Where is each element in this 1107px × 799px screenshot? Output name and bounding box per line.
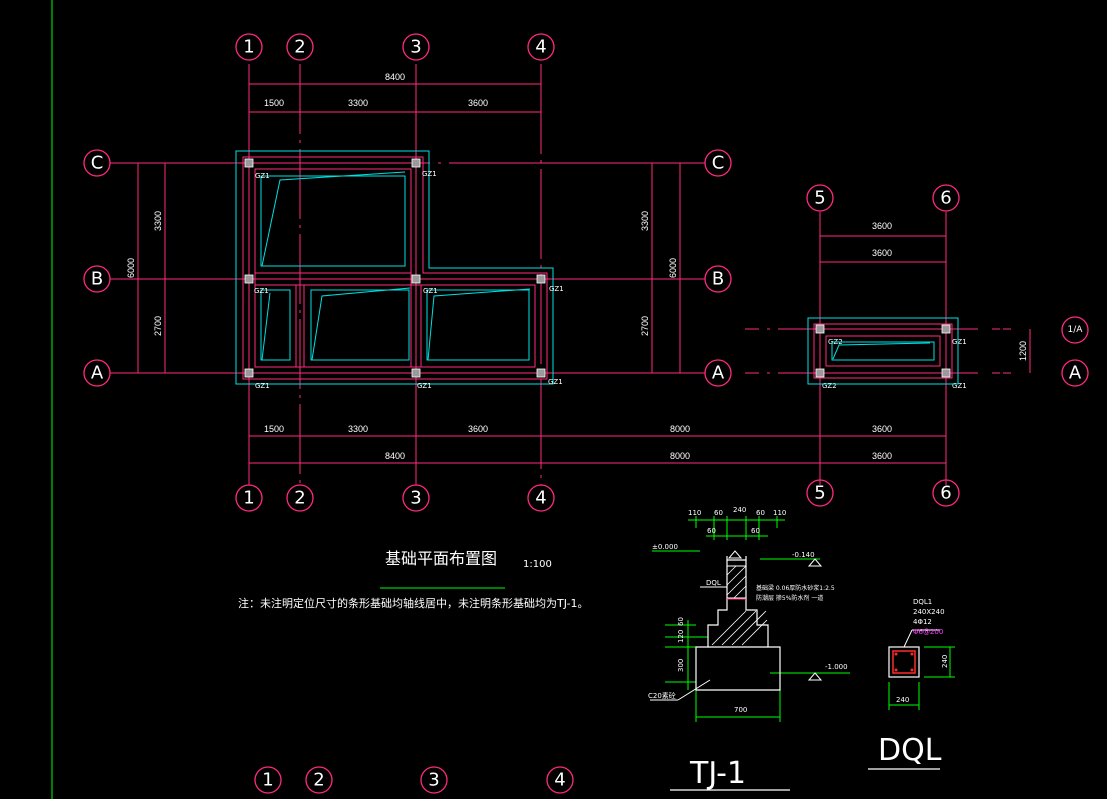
dim-right-part-1: 3300: [640, 211, 650, 231]
plan-note: 注：未注明定位尺寸的条形基础均轴线居中，未注明条形基础均为TJ-1。: [238, 596, 589, 610]
dim-top-part-2: 3300: [348, 98, 368, 108]
dql-label-2: 240X240: [913, 608, 945, 616]
tj1-dim-240: 240: [733, 506, 746, 514]
col-label: GZ1: [549, 285, 564, 293]
axis-right-a: A: [712, 363, 725, 384]
dim-bottom-part-3: 3600: [468, 424, 488, 434]
tj1-left-60: 60: [677, 617, 685, 626]
plan-scale: 1:100: [523, 559, 552, 570]
axis-lower-4: 4: [554, 770, 565, 791]
axis-bottom-3: 3: [410, 488, 421, 509]
dim-right-top-2: 3600: [872, 248, 892, 258]
axis-top-4: 4: [535, 37, 546, 58]
foundation-plan-main: [235, 150, 554, 385]
dim-right-part-2: 2700: [640, 316, 650, 336]
axis-bottom-1: 1: [243, 488, 254, 509]
dimension-lines: [130, 83, 1031, 464]
tj1-dim-110-right: 110: [773, 509, 786, 517]
tj1-elev-top: ±0.000: [652, 543, 678, 551]
axis-lower-3: 3: [428, 770, 439, 791]
dim-bottom-total: 8400: [385, 451, 405, 461]
col-label: GZ1: [548, 378, 563, 386]
dql-label-4: Φ6@200: [913, 628, 943, 636]
axis-bottom-4: 4: [535, 488, 546, 509]
axis-lower-1: 1: [262, 770, 273, 791]
tj1-dim-110-left: 110: [688, 509, 701, 517]
plan-title: 基础平面布置图: [385, 549, 497, 568]
columns: [244, 158, 951, 378]
axis-lower-2: 2: [313, 770, 324, 791]
col-label: GZ1: [254, 287, 269, 295]
axis-small-1a: 1/A: [1068, 325, 1084, 335]
section-tj1: 110 60 240 60 110 60 60 ±0.000 -0.140 -1…: [648, 506, 850, 791]
tj1-base-width: 700: [734, 706, 747, 714]
tj1-left-300: 300: [677, 659, 685, 672]
axis-bottom-2: 2: [294, 488, 305, 509]
dim-bottom-part-2: 3300: [348, 424, 368, 434]
axis-left-b: B: [91, 269, 103, 290]
tj1-concrete: C20素砼: [648, 691, 676, 700]
axis-right-bottom-6: 6: [940, 483, 951, 504]
tj1-note-2: 防潮层 掺5%防水剂 一道: [756, 594, 823, 602]
dql-title: DQL: [878, 733, 942, 768]
dim-right-top-1: 3600: [872, 221, 892, 231]
column-labels: GZ1 GZ1 GZ1 GZ1 GZ1 GZ1 GZ1 GZ1 GZ2 GZ1 …: [254, 170, 967, 390]
axis-right-c: C: [712, 153, 725, 174]
tj1-dim-60-right: 60: [756, 509, 765, 517]
tj1-subdim-60-left: 60: [707, 527, 716, 535]
horizontal-axis-lines: [110, 162, 1062, 374]
dim-right-bottom-1: 3600: [872, 424, 892, 434]
dim-top-part-3: 3600: [468, 98, 488, 108]
col-label: GZ1: [422, 170, 437, 178]
vertical-axis-lines: [248, 64, 947, 485]
col-label: GZ1: [952, 338, 967, 346]
foundation-plan-small: [807, 317, 959, 385]
axis-left-a: A: [91, 363, 104, 384]
col-label: GZ1: [255, 172, 270, 180]
dim-left-total: 6000: [126, 258, 136, 278]
col-label: GZ1: [423, 287, 438, 295]
tj1-elev-bottom: -1.000: [825, 663, 848, 671]
tj1-beam-label: DQL: [706, 579, 721, 587]
dim-between-2: 8000: [670, 451, 690, 461]
axis-small-a: A: [1069, 363, 1082, 384]
dim-left-part-2: 2700: [153, 316, 163, 336]
axis-top-1: 1: [243, 37, 254, 58]
col-label: GZ1: [255, 382, 270, 390]
dim-right-total: 6000: [668, 258, 678, 278]
dim-left-part-1: 3300: [153, 211, 163, 231]
dql-label-3: 4Φ12: [913, 618, 932, 626]
axis-top-3: 3: [410, 37, 421, 58]
col-label: GZ2: [822, 382, 837, 390]
axis-right-top-6: 6: [940, 188, 951, 209]
dql-width: 240: [896, 696, 909, 704]
dim-top-total: 8400: [385, 72, 405, 82]
dim-bottom-part-1: 1500: [264, 424, 284, 434]
axis-left-c: C: [91, 153, 104, 174]
axis-circles: [83, 33, 1089, 794]
tj1-dim-60-left: 60: [714, 509, 723, 517]
axis-right-bottom-5: 5: [814, 483, 825, 504]
axis-top-2: 2: [294, 37, 305, 58]
section-dql: DQL1 240X240 4Φ12 Φ6@200 240 240 DQL: [868, 598, 955, 770]
axis-right-b: B: [712, 269, 724, 290]
dim-right-bottom-2: 3600: [872, 451, 892, 461]
tj1-elev-mid: -0.140: [792, 551, 815, 559]
col-label: GZ1: [417, 382, 432, 390]
tj1-subdim-60-right: 60: [751, 527, 760, 535]
tj1-title: TJ-1: [689, 756, 746, 791]
dql-height: 240: [941, 655, 949, 668]
axis-right-top-5: 5: [814, 188, 825, 209]
col-label: GZ1: [952, 382, 967, 390]
dim-small-height: 1200: [1018, 341, 1028, 361]
tj1-note-1: 基础梁 0.06厚防水砂浆1:2.5: [756, 584, 835, 592]
dql-label-1: DQL1: [913, 598, 932, 606]
tj1-left-120: 120: [677, 630, 685, 643]
dim-between-1: 8000: [670, 424, 690, 434]
dim-top-part-1: 1500: [264, 98, 284, 108]
